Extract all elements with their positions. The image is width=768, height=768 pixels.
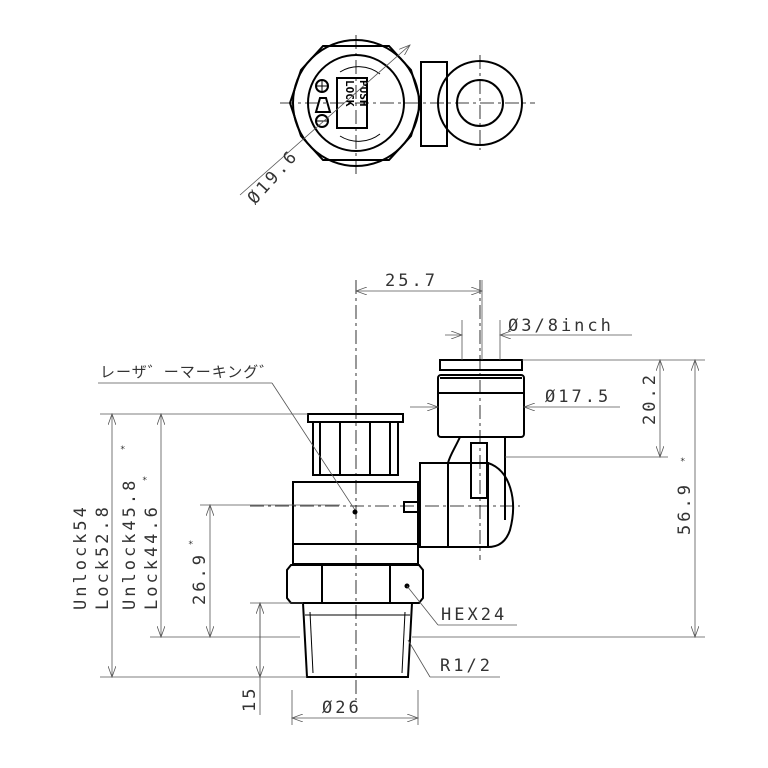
lock-icon <box>314 97 332 113</box>
cap-outer-circle <box>292 39 420 167</box>
hex-nut <box>286 564 424 604</box>
asterisk-44-6: * <box>142 476 150 486</box>
dim-lock-44-6: Lock44.6 <box>142 504 162 610</box>
dim-26: Ø26 <box>322 698 362 718</box>
dim-25-7: 25.7 <box>385 271 438 291</box>
hex24-label: HEX24 <box>441 605 507 625</box>
dim-fitting-diameter: Ø17.5 <box>545 387 611 407</box>
tube-port-outer <box>437 60 523 146</box>
push-lock-frame <box>336 77 368 129</box>
r12-label: R1/2 <box>440 656 493 676</box>
thread-r12 <box>301 602 414 678</box>
dim-unlock-45-8: Unlock45.8 <box>120 478 140 610</box>
asterisk-56-9: * <box>680 457 688 467</box>
asterisk-26-9: * <box>188 540 196 550</box>
dim-15: 15 <box>240 686 260 712</box>
dim-26-9: 26.9 <box>190 552 210 605</box>
top-view: PUSH LOCK Ø19.6 <box>239 35 535 209</box>
dim-tube-diameter: Ø3/8inch <box>508 316 614 336</box>
push-marking: PUSH <box>357 80 370 107</box>
dim-56-9: 56.9 <box>675 482 695 535</box>
rotate-arrow-icon <box>339 66 381 75</box>
release-cap <box>307 413 404 423</box>
elbow-swivel <box>419 462 449 548</box>
front-view <box>250 280 525 700</box>
cap-inner-circle <box>307 54 405 152</box>
dim-lock-52-8: Lock52.8 <box>93 504 113 610</box>
dim-20-2: 20.2 <box>640 372 660 425</box>
dim-unlock-54: Unlock54 <box>71 504 91 610</box>
laser-marking-label: レーザ゛ーマーキング゛ <box>100 363 275 381</box>
dim-top-diameter: Ø19.6 <box>244 146 303 209</box>
tube-port-inner <box>456 79 504 127</box>
dimensions: 25.7 Ø3/8inch Ø17.5 20.2 56.9 * Unlock54… <box>71 271 705 725</box>
tube-fitting <box>437 374 525 438</box>
lock-marking: LOCK <box>343 80 356 107</box>
asterisk-45-8: * <box>120 445 128 455</box>
release-button <box>439 359 523 371</box>
